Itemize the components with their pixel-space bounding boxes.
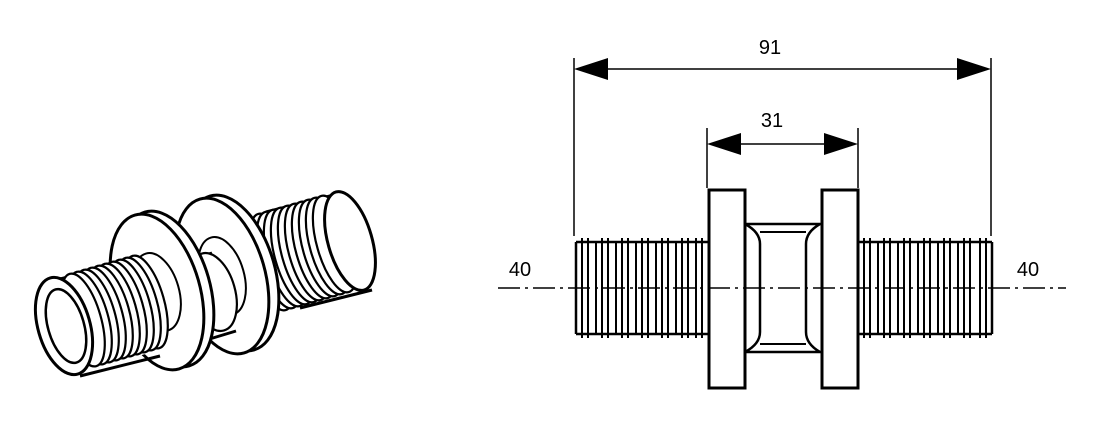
side-view-fitting: 91 31 (498, 37, 1066, 390)
overall-length-dimension: 91 (573, 37, 992, 236)
right-threaded-body (856, 238, 994, 338)
center-width-dimension: 31 (706, 110, 859, 188)
left-threaded-tube (33, 254, 169, 378)
isometric-fitting-view (33, 190, 377, 378)
right-threaded-tube (248, 190, 377, 312)
right-flange (820, 188, 860, 390)
right-diameter-label: 40 (1017, 259, 1039, 281)
left-flange (707, 188, 747, 390)
overall-length-label: 91 (759, 37, 781, 59)
left-diameter-label: 40 (509, 259, 531, 281)
center-width-label: 31 (761, 110, 783, 132)
